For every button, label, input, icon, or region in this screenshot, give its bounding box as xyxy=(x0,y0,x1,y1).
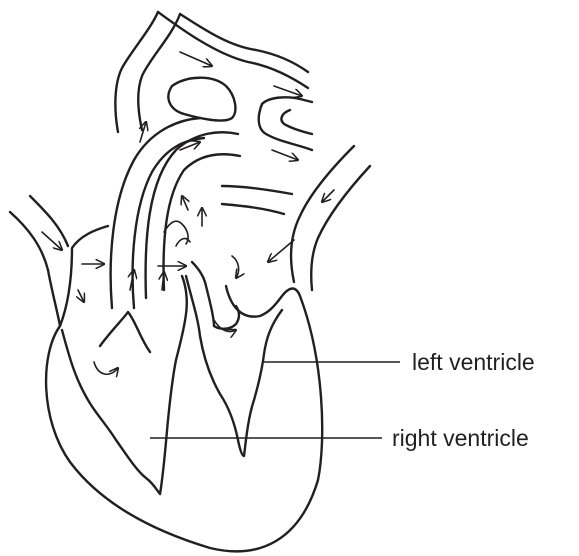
right-ventricle-label: right ventricle xyxy=(392,425,529,451)
pulmonary-veins xyxy=(222,146,370,290)
flow-arrows xyxy=(42,52,334,374)
right-atrium-wall xyxy=(60,226,108,326)
pulmonary-trunk xyxy=(111,118,240,308)
aortic-arch xyxy=(115,12,308,132)
left-ventricle-label: left ventricle xyxy=(412,349,535,375)
valves xyxy=(164,221,190,246)
vena-cava xyxy=(10,196,68,326)
ventricle-walls xyxy=(62,262,282,494)
